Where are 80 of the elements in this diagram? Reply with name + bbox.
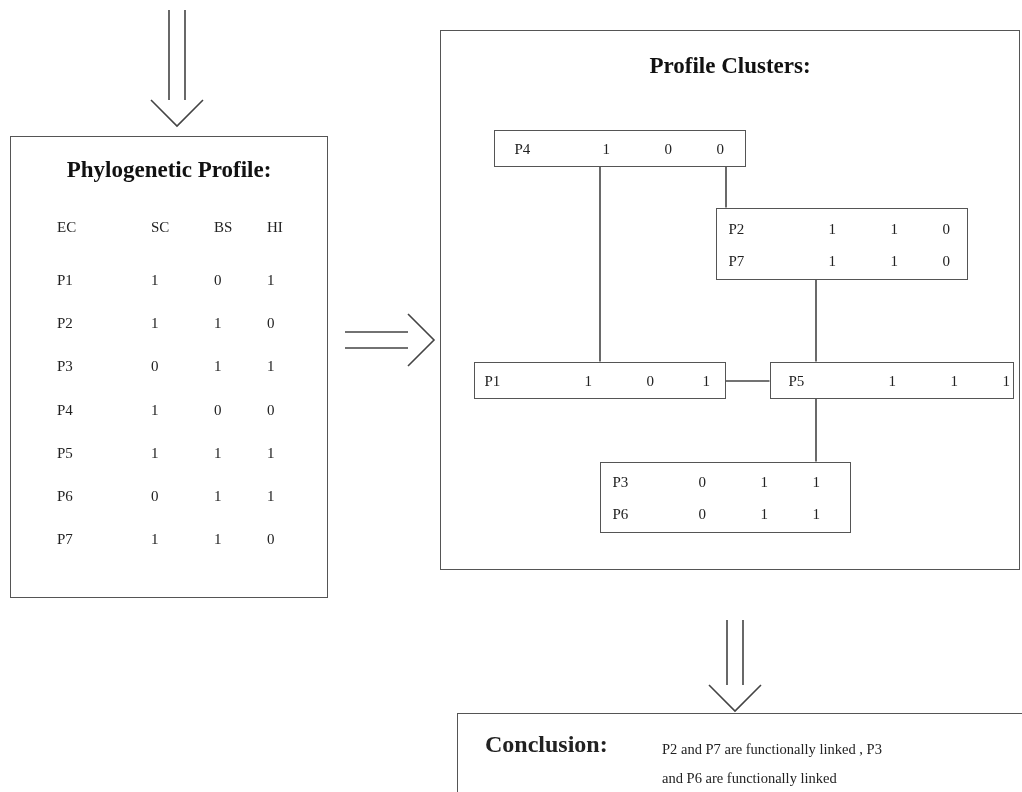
profile-value: 0 bbox=[267, 530, 275, 549]
gene-label: P7 bbox=[57, 530, 73, 549]
connector-line bbox=[724, 380, 771, 382]
profile-value: 1 bbox=[702, 372, 710, 390]
profile-value: 1 bbox=[890, 219, 898, 238]
profile-value: 1 bbox=[890, 251, 898, 270]
profile-value: 1 bbox=[950, 372, 958, 390]
profile-value: 0 bbox=[214, 400, 222, 419]
profile-value: 0 bbox=[267, 400, 275, 419]
gene-label: P5 bbox=[57, 443, 73, 462]
connector-line bbox=[599, 165, 601, 363]
profile-value: 1 bbox=[151, 530, 159, 549]
gene-label: P5 bbox=[788, 372, 805, 390]
profile-value: 1 bbox=[214, 530, 222, 549]
gene-label: P2 bbox=[728, 219, 745, 238]
cluster-box bbox=[599, 461, 851, 533]
clusters-panel bbox=[440, 30, 1020, 570]
gene-label: P3 bbox=[612, 473, 629, 492]
gene-label: P6 bbox=[612, 504, 629, 523]
profile-table-box bbox=[10, 136, 328, 598]
double-arrow bbox=[150, 9, 204, 128]
profile-value: 0 bbox=[151, 487, 159, 505]
profile-value: 1 bbox=[214, 314, 222, 333]
profile-value: 1 bbox=[828, 219, 836, 238]
profile-value: 0 bbox=[942, 251, 950, 270]
profile-value: 1 bbox=[1002, 372, 1010, 390]
profile-value: 1 bbox=[812, 504, 820, 523]
gene-label: P6 bbox=[57, 487, 73, 505]
gene-label: P4 bbox=[57, 400, 73, 419]
gene-label: P7 bbox=[728, 251, 745, 270]
cluster-box bbox=[493, 129, 746, 167]
double-arrow bbox=[708, 619, 762, 713]
profile-value: 1 bbox=[151, 314, 159, 333]
conclusion-text: P2 and P7 are functionally linked , P3 and P6 are functionally linked bbox=[662, 740, 883, 788]
connector-line bbox=[815, 278, 817, 363]
profile-value: 1 bbox=[214, 487, 222, 505]
profile-value: 0 bbox=[664, 140, 672, 158]
profile-value: 0 bbox=[646, 372, 654, 390]
column-header: EC bbox=[57, 218, 77, 236]
conclusion-heading: Conclusion: bbox=[485, 730, 608, 758]
gene-label: P1 bbox=[57, 271, 73, 289]
profile-value: 1 bbox=[760, 473, 768, 492]
connector-line bbox=[725, 165, 727, 209]
profile-value: 1 bbox=[267, 487, 275, 505]
profile-value: 1 bbox=[214, 357, 222, 376]
gene-label: P4 bbox=[514, 140, 531, 158]
profile-value: 1 bbox=[151, 400, 159, 419]
profile-value: 1 bbox=[267, 357, 275, 376]
profile-value: 0 bbox=[267, 314, 275, 333]
section-heading: Profile Clusters: bbox=[649, 53, 811, 78]
profile-value: 1 bbox=[151, 443, 159, 462]
gene-label: P3 bbox=[57, 357, 73, 376]
profile-value: 0 bbox=[698, 473, 706, 492]
column-header: BS bbox=[214, 218, 233, 236]
profile-value: 0 bbox=[151, 357, 159, 376]
profile-value: 1 bbox=[584, 372, 592, 390]
profile-value: 1 bbox=[760, 504, 768, 523]
profile-value: 1 bbox=[602, 140, 610, 158]
profile-value: 1 bbox=[888, 372, 896, 390]
cluster-box bbox=[715, 207, 968, 280]
profile-value: 1 bbox=[214, 443, 222, 462]
gene-label: P1 bbox=[484, 372, 501, 390]
gene-label: P2 bbox=[57, 314, 73, 333]
conclusion-box bbox=[457, 713, 1022, 792]
profile-value: 1 bbox=[267, 443, 275, 462]
double-arrow bbox=[344, 313, 436, 367]
profile-value: 0 bbox=[942, 219, 950, 238]
column-header: HI bbox=[267, 218, 283, 236]
section-heading: Phylogenetic Profile: bbox=[66, 157, 272, 182]
profile-value: 1 bbox=[151, 271, 159, 289]
cluster-box bbox=[473, 361, 726, 399]
profile-value: 0 bbox=[716, 140, 724, 158]
profile-value: 1 bbox=[828, 251, 836, 270]
profile-value: 0 bbox=[214, 271, 222, 289]
profile-value: 1 bbox=[812, 473, 820, 492]
connector-line bbox=[815, 397, 817, 463]
cluster-box bbox=[769, 361, 1014, 399]
profile-value: 0 bbox=[698, 504, 706, 523]
profile-value: 1 bbox=[267, 271, 275, 289]
column-header: SC bbox=[151, 218, 170, 236]
